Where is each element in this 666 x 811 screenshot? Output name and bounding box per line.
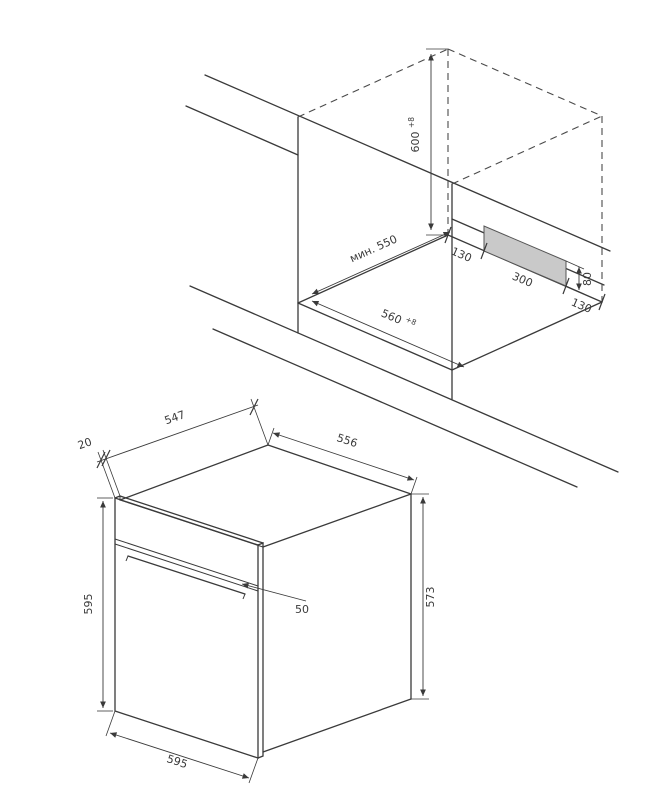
dimension-line: [272, 432, 415, 481]
dimension-line: [109, 732, 250, 779]
door-thickness-label: 20: [76, 435, 94, 452]
vent-height-dimension: 80: [565, 260, 594, 295]
dimension-line: [96, 404, 259, 463]
chain-tick: [249, 398, 259, 416]
front-height-dimension: 595: [82, 497, 113, 712]
chain-tick: [96, 451, 106, 469]
niche-hidden-volume-lines: [297, 48, 603, 302]
oven-door: [114, 538, 259, 600]
niche-width-tolerance-label: +8: [404, 315, 418, 328]
niche-cutout-view: 600 +8 мин. 550 560 +8 130: [185, 48, 619, 488]
hidden-edge-line: [297, 48, 449, 118]
cabinet-edge-line: [204, 74, 611, 252]
body-height-dimension: 573: [411, 493, 437, 700]
extension-line: [248, 757, 259, 784]
door-top-gap-line: [114, 538, 259, 587]
handle-offset-label: 50: [295, 603, 309, 616]
carcass-top-left-edge: [119, 444, 269, 501]
cabinet-edge-line: [189, 285, 619, 473]
cabinet-edge-line: [212, 328, 578, 488]
carcass-bottom-right-edge: [262, 698, 412, 753]
chain-tick: [480, 242, 488, 260]
niche-height-dim-label: 600: [409, 132, 422, 153]
handle-offset-dimension: 50: [241, 582, 309, 616]
hidden-edge-line: [451, 115, 603, 185]
niche-height-tolerance-label: +8: [407, 117, 416, 128]
leader-line: [241, 582, 307, 602]
chain-tick: [101, 449, 111, 467]
top-width-label: 556: [335, 431, 359, 450]
chain-tick: [598, 293, 606, 311]
hidden-edge-line: [447, 48, 603, 117]
dimension-line: [311, 231, 451, 295]
vent-height-label: 80: [581, 272, 594, 286]
extension-line: [267, 427, 275, 446]
top-width-dimension: 556: [267, 427, 418, 495]
carcass-front-top-edge: [119, 499, 264, 548]
body-height-label: 573: [424, 587, 437, 608]
oven-dimensions-view: 50 20 547 556: [76, 398, 437, 784]
cabinet-edge-line: [185, 105, 299, 156]
carcass-top-right-edge: [262, 493, 412, 548]
front-width-label: 595: [165, 752, 189, 771]
door-handle: [127, 555, 246, 595]
extension-line: [105, 710, 116, 737]
extension-line: [410, 476, 418, 495]
door-top-gap-line: [114, 543, 259, 592]
chain-tick: [444, 226, 452, 244]
oven-facade-side-edge: [257, 542, 264, 759]
dimension-line: [311, 300, 465, 368]
door-handle-end: [125, 555, 129, 562]
door-handle-end: [242, 593, 246, 600]
extension-line: [565, 285, 585, 295]
niche-floor-right-edge: [451, 301, 603, 371]
front-height-label: 595: [82, 594, 95, 615]
front-width-dimension: 595: [105, 710, 259, 784]
